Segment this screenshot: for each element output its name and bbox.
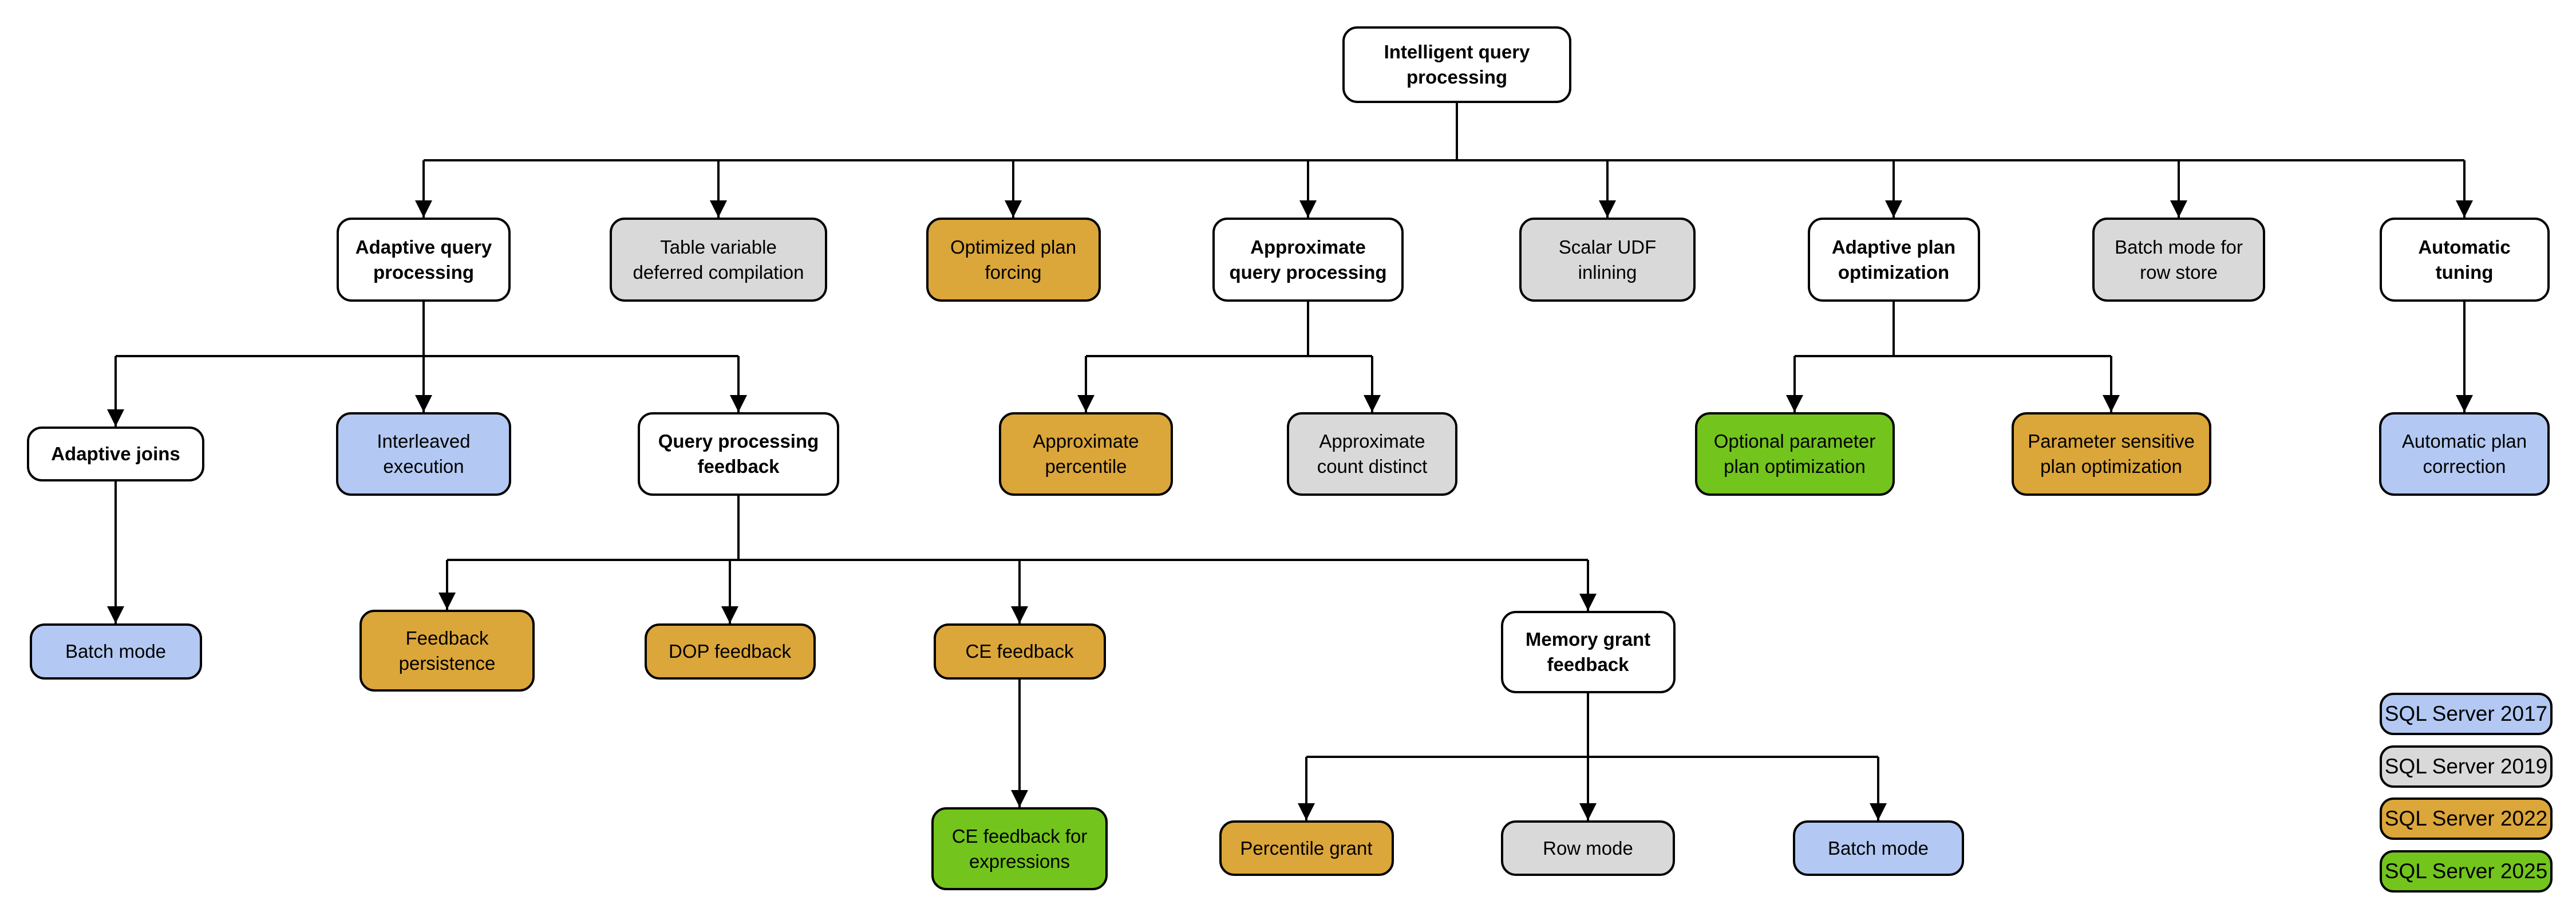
node-apo: Adaptive plan optimization <box>1807 218 1980 302</box>
node-apc: Automatic plan correction <box>2379 412 2550 496</box>
legend-item-sql-server-2025: SQL Server 2025 <box>2380 850 2553 893</box>
node-qpf: Query processing feedback <box>638 412 839 496</box>
node-iqp: Intelligent query processing <box>1342 26 1571 103</box>
node-ie: Interleaved execution <box>336 412 511 496</box>
node-aqproc: Approximate query processing <box>1212 218 1404 302</box>
node-pspo: Parameter sensitive plan optimization <box>2011 412 2211 496</box>
node-rm: Row mode <box>1501 820 1675 876</box>
node-sui: Scalar UDF inlining <box>1519 218 1696 302</box>
node-dop: DOP feedback <box>644 623 816 680</box>
node-aj: Adaptive joins <box>27 427 204 481</box>
node-oppo: Optional parameter plan optimization <box>1694 412 1895 496</box>
node-acd: Approximate count distinct <box>1287 412 1457 496</box>
node-cefe: CE feedback for expressions <box>931 807 1108 890</box>
node-opf: Optimized plan forcing <box>926 218 1101 302</box>
node-fp: Feedback persistence <box>359 610 535 692</box>
node-pg: Percentile grant <box>1219 820 1394 876</box>
node-apct: Approximate percentile <box>999 412 1173 496</box>
node-at: Automatic tuning <box>2379 218 2550 302</box>
node-bm2: Batch mode <box>1792 820 1964 876</box>
node-bm1: Batch mode <box>29 623 202 680</box>
node-aqp: Adaptive query processing <box>337 218 511 302</box>
node-ce: CE feedback <box>933 623 1106 680</box>
node-mgf: Memory grant feedback <box>1500 611 1676 693</box>
legend-item-sql-server-2017: SQL Server 2017 <box>2380 693 2553 735</box>
legend-item-sql-server-2022: SQL Server 2022 <box>2380 797 2553 840</box>
node-bmrs: Batch mode for row store <box>2092 218 2265 302</box>
node-tvdc: Table variable deferred compilation <box>610 218 827 302</box>
legend-item-sql-server-2019: SQL Server 2019 <box>2380 745 2553 788</box>
